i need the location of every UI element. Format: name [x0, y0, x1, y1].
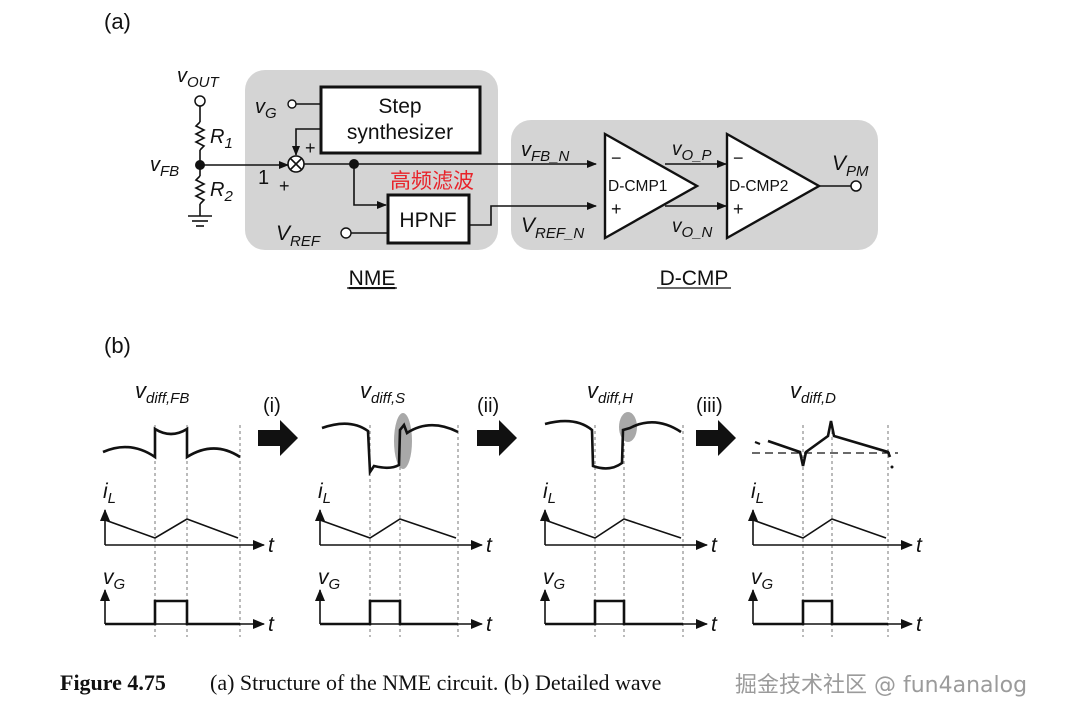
- plus-top: +: [305, 138, 316, 158]
- ground-icon: [188, 215, 212, 227]
- vdiff-title: vdiff,FB: [135, 378, 189, 407]
- waveform-column: vdiff,H (iii) iL t vG t: [540, 378, 736, 637]
- stage-arrow-icon: [258, 420, 298, 456]
- vfb-n-label: vFB_N: [521, 139, 570, 165]
- panel-b-label: (b): [104, 333, 131, 358]
- vpm-terminal: [850, 180, 862, 192]
- il-waveform: [752, 518, 887, 539]
- dcmp2-minus: −: [733, 148, 744, 168]
- vdiff-waveform: [767, 420, 892, 467]
- vo-n-label: vO_N: [672, 216, 713, 241]
- watermark: 掘金技术社区 @ fun4analog: [735, 673, 1027, 698]
- vdiff-waveform: [102, 426, 241, 460]
- il-label: iL: [103, 480, 116, 507]
- vdiff-title: vdiff,H: [587, 378, 633, 407]
- il-label: iL: [543, 480, 556, 507]
- gain-label: 1: [258, 167, 269, 189]
- vdiff-waveform: [544, 419, 682, 470]
- panel-a-label: (a): [104, 9, 131, 34]
- highlight-ellipse: [394, 413, 412, 469]
- stage-arrow-icon: [696, 420, 736, 456]
- il-waveform: [319, 518, 457, 539]
- step-synthesizer-block: [319, 85, 482, 155]
- resistor-r2-icon: [194, 175, 206, 205]
- vout-label: vOUT: [177, 65, 221, 91]
- waveform-column: vdiff,D iL t vG t: [748, 378, 923, 637]
- vref-terminal: [340, 227, 352, 239]
- t-axis-label: t: [268, 613, 275, 636]
- vg-label: vG: [103, 566, 126, 593]
- wire-to-hpnf: [353, 164, 387, 209]
- step-synth-line1: Step: [378, 95, 421, 118]
- vdiff-waveform-tick: [754, 440, 761, 446]
- vfb-label: vFB: [150, 154, 179, 180]
- t-axis-label: t: [916, 534, 923, 557]
- vdiff-waveform: [321, 422, 459, 477]
- r2-label: R2: [210, 179, 233, 205]
- dcmp1-comparator: [603, 131, 700, 241]
- stage-arrow-label: (i): [263, 395, 281, 417]
- resistor-r1-icon: [194, 121, 206, 151]
- vpm-label: VPM: [832, 152, 869, 180]
- nme-caption: NME: [349, 267, 396, 290]
- dcmp1-label: D-CMP1: [608, 178, 667, 195]
- vg-waveform: [753, 599, 888, 626]
- vg-terminal: [287, 99, 297, 109]
- vout-terminal: [194, 95, 206, 107]
- dcmp2-comparator: [725, 131, 822, 241]
- t-axis-label: t: [711, 534, 718, 557]
- figure-caption: (a) Structure of the NME circuit. (b) De…: [210, 670, 661, 695]
- hpnf-block: [386, 193, 471, 245]
- r1-label: R1: [210, 126, 233, 152]
- vg-waveform: [545, 599, 683, 626]
- vref-n-label: VREF_N: [521, 214, 584, 242]
- vg-label: vG: [255, 96, 277, 122]
- t-axis-label: t: [916, 613, 923, 636]
- dcmp2-label: D-CMP2: [729, 178, 788, 195]
- t-axis-label: t: [486, 613, 493, 636]
- vref-label: VREF: [276, 222, 321, 250]
- figure-number: Figure 4.75: [60, 670, 166, 695]
- waveform-column: vdiff,FB (i) iL t vG t: [100, 378, 298, 637]
- dcmp2-plus: +: [733, 199, 744, 219]
- dcmp1-plus: +: [611, 199, 622, 219]
- t-axis-label: t: [711, 613, 718, 636]
- step-synth-line2: synthesizer: [347, 121, 453, 144]
- waveform-column: vdiff,S (ii) iL t vG t: [315, 378, 517, 637]
- vo-p-label: vO_P: [672, 139, 712, 164]
- vdiff-title: vdiff,D: [790, 378, 836, 407]
- dcmp1-minus: −: [611, 148, 622, 168]
- stage-arrow-icon: [477, 420, 517, 456]
- il-label: iL: [318, 480, 331, 507]
- wire-synth-to-multiplier: [292, 128, 321, 156]
- stage-arrow-label: (iii): [696, 395, 723, 417]
- multiplier-icon: [287, 155, 305, 173]
- t-axis-label: t: [486, 534, 493, 557]
- vg-label: vG: [543, 566, 566, 593]
- dcmp-caption: D-CMP: [660, 267, 729, 290]
- hpnf-label: HPNF: [399, 209, 456, 232]
- vg-waveform: [105, 599, 240, 626]
- plus-bottom: +: [279, 176, 290, 196]
- vg-waveform: [320, 599, 458, 626]
- t-axis-label: t: [268, 534, 275, 557]
- vg-label: vG: [318, 566, 341, 593]
- vdiff-waveform-dot: [890, 465, 894, 469]
- hpnf-annotation: 高频滤波: [390, 169, 474, 193]
- svg-text:vOUT: vOUT: [177, 65, 221, 91]
- vg-label: vG: [751, 566, 774, 593]
- il-waveform: [104, 518, 239, 539]
- stage-arrow-label: (ii): [477, 395, 499, 417]
- wire-vref-n: [469, 202, 597, 226]
- il-waveform: [544, 518, 682, 539]
- il-label: iL: [751, 480, 764, 507]
- vdiff-title: vdiff,S: [360, 378, 405, 407]
